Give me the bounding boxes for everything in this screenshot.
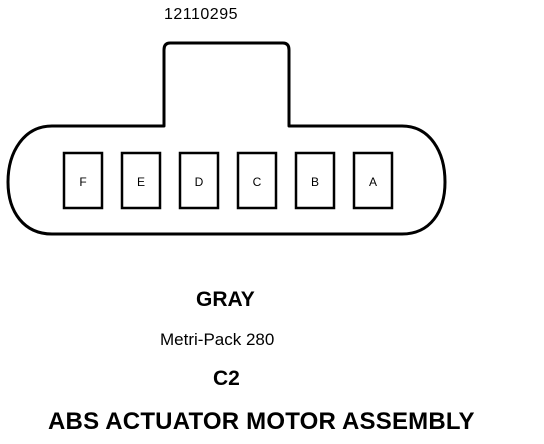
pin-cavity: F <box>62 151 104 210</box>
pin-cavity: B <box>294 151 336 210</box>
pin-cavity: E <box>120 151 162 210</box>
connector-id-label: C2 <box>213 367 240 390</box>
pin-label: F <box>79 175 86 189</box>
pin-label: E <box>137 175 145 189</box>
connector-family-label: Metri-Pack 280 <box>160 330 275 349</box>
pin-cavity-row: F E D C B A <box>62 151 394 210</box>
pin-label: A <box>369 175 377 189</box>
pin-cavity: C <box>236 151 278 210</box>
connector-color-label: GRAY <box>196 288 255 311</box>
pin-label: C <box>253 175 262 189</box>
pin-label: D <box>195 175 204 189</box>
pin-cavity: D <box>178 151 220 210</box>
part-number-label: 12110295 <box>164 6 238 23</box>
pin-label: B <box>311 175 319 189</box>
pin-cavity: A <box>352 151 394 210</box>
component-title: ABS ACTUATOR MOTOR ASSEMBLY <box>48 408 475 435</box>
connector-housing-outline <box>6 41 447 236</box>
